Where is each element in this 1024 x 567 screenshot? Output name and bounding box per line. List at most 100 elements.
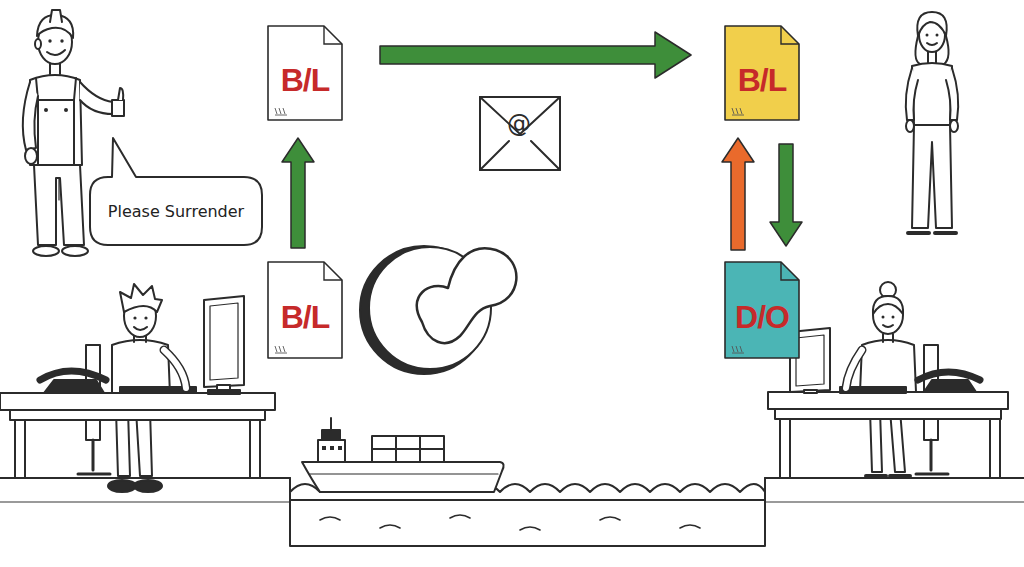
shipper-person-part xyxy=(33,246,59,256)
bill-of-lading-doc: B/L xyxy=(725,26,799,120)
email-envelope-part xyxy=(480,141,560,170)
container-ship-part xyxy=(338,446,342,450)
origin-office-part xyxy=(44,380,104,393)
document-signature xyxy=(275,108,287,115)
shipper-person-part xyxy=(64,108,68,112)
consignee-person-part xyxy=(946,68,958,120)
container-ship-part xyxy=(310,473,498,474)
shipper-person-part xyxy=(47,50,65,55)
shipper-person-part xyxy=(112,100,124,116)
destination-office-part xyxy=(924,380,976,392)
shipper-person-part xyxy=(48,39,51,42)
origin-office-part xyxy=(78,440,110,474)
destination-office-part xyxy=(918,372,980,380)
seal-symbol-part xyxy=(417,248,517,343)
container-ship-part xyxy=(318,440,345,462)
document-fold xyxy=(324,26,342,44)
flow-arrow xyxy=(770,144,802,246)
document-code: B/L xyxy=(281,285,330,336)
consignee-person-part xyxy=(936,34,939,37)
container-ship-part xyxy=(372,436,396,449)
origin-office-part xyxy=(250,420,260,478)
origin-office-part xyxy=(15,420,25,478)
destination-office-part xyxy=(804,390,817,393)
document-signature xyxy=(275,346,287,353)
document-fold xyxy=(324,262,342,280)
consignee-person-part xyxy=(950,120,958,132)
origin-office-part xyxy=(208,390,240,394)
origin-office-part xyxy=(133,316,136,319)
document-code: B/L xyxy=(738,48,787,99)
destination-office-part xyxy=(780,419,790,478)
speech-bubble: Please Surrender xyxy=(90,177,262,245)
destination-office-part xyxy=(873,296,903,334)
destination-office-part xyxy=(860,340,916,392)
container-ship-part xyxy=(330,418,332,430)
origin-office-part xyxy=(40,371,106,380)
shipper-person-part xyxy=(118,88,123,100)
sea-water-part xyxy=(320,515,700,530)
origin-office-part xyxy=(134,327,147,330)
destination-office-part xyxy=(846,350,862,388)
consignee-person-part xyxy=(906,120,914,132)
floor-line-part xyxy=(0,501,290,503)
destination-office-part xyxy=(892,316,895,319)
destination-office-part xyxy=(796,335,824,386)
consignee-person-part xyxy=(927,43,937,45)
document-page xyxy=(725,26,799,120)
email-envelope-part xyxy=(480,97,560,170)
container-ship-part xyxy=(396,449,420,462)
shipper-person-part xyxy=(35,39,41,49)
delivery-order-doc: D/O xyxy=(725,262,799,358)
shipper-person-part xyxy=(60,39,63,42)
flow-arrow xyxy=(722,138,754,250)
consignee-person-part xyxy=(912,125,952,228)
container-ship-part xyxy=(420,449,444,462)
origin-office-part xyxy=(144,316,147,319)
floor-line-part xyxy=(765,477,1024,479)
document-page xyxy=(268,262,342,358)
bill-of-lading-doc: B/L xyxy=(268,26,342,120)
destination-office xyxy=(768,282,1008,478)
document-signature xyxy=(732,346,744,353)
flow-arrow xyxy=(380,32,691,78)
shipper-person-part xyxy=(34,165,84,245)
consignee-person-part xyxy=(908,231,956,235)
document-code: B/L xyxy=(281,48,330,99)
consignee-person-part xyxy=(906,68,918,120)
destination-office-part xyxy=(882,316,885,319)
shipper-person-part xyxy=(80,82,113,114)
bill-of-lading-doc: B/L xyxy=(268,262,342,358)
destination-office-part xyxy=(883,334,893,342)
flow-arrow xyxy=(282,138,314,248)
origin-office-part xyxy=(164,350,186,388)
container-ship-part xyxy=(322,430,340,440)
seal-symbol xyxy=(360,246,516,374)
shipper-person-part xyxy=(36,78,76,100)
origin-office-part xyxy=(204,296,244,387)
destination-office-part xyxy=(846,350,862,388)
origin-office-part xyxy=(134,480,162,492)
destination-office-part xyxy=(775,409,1001,419)
origin-office-part xyxy=(164,350,186,388)
destination-office-part xyxy=(768,392,1008,409)
document-page xyxy=(725,262,799,358)
container-ship-part xyxy=(330,446,334,450)
floor-line xyxy=(0,478,1024,502)
document-code: D/O xyxy=(735,285,789,336)
origin-office xyxy=(0,284,275,492)
bubble-outline xyxy=(90,138,262,245)
container-ship xyxy=(302,418,504,492)
origin-office-part xyxy=(108,480,136,492)
email-envelope xyxy=(480,97,560,170)
destination-office-part xyxy=(990,419,1000,478)
email-symbol: @ xyxy=(504,110,534,138)
shipper-person-part xyxy=(23,82,38,150)
container-ship-part xyxy=(302,462,504,492)
destination-office-part xyxy=(873,296,903,314)
shipper-person-part xyxy=(58,178,59,200)
speech-text: Please Surrender xyxy=(102,202,250,221)
document-fold xyxy=(781,262,799,280)
